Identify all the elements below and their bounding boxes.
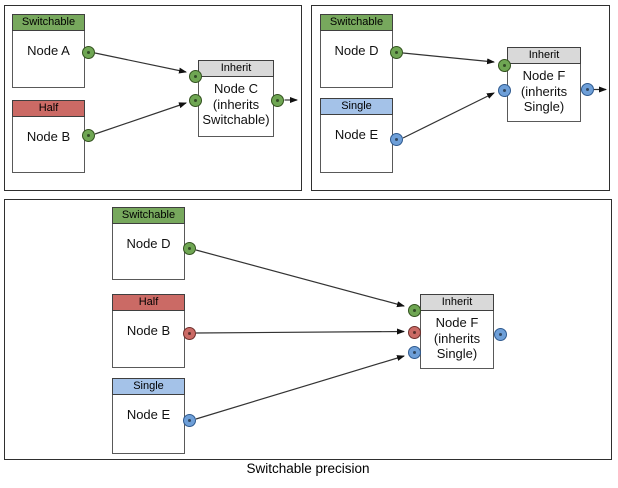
node-f-title: Node F <box>522 68 566 83</box>
port-dot <box>395 138 398 141</box>
node-e-output-port-icon <box>182 414 196 427</box>
node-a-title: Node A <box>27 43 70 58</box>
node-f-subtitle: (inherits Single) <box>520 83 568 115</box>
port-dot <box>187 331 191 335</box>
node-f-precision-label: Inherit <box>420 294 494 311</box>
port-dot <box>193 74 197 78</box>
port-dot <box>395 50 398 54</box>
node-d: Switchable Node D <box>320 14 393 88</box>
figure-caption: Switchable precision <box>246 461 370 476</box>
node-f-output-port-icon <box>580 83 594 96</box>
node-c-title: Node C <box>213 81 259 96</box>
node-f-subtitle: (inherits Single) <box>433 330 481 362</box>
node-f-input-port-3-icon <box>407 345 421 359</box>
node-d-output-port-icon <box>390 45 403 59</box>
node-d-title: Node D <box>334 43 379 58</box>
node-e-bottom: Single Node E <box>112 378 185 454</box>
node-b-precision-label: Half <box>12 100 85 117</box>
node-e-precision-label: Single <box>320 98 393 115</box>
node-a-precision-label: Switchable <box>12 14 85 31</box>
node-c-output-port-icon <box>271 93 284 107</box>
node-f-input-port-1-icon <box>497 58 511 72</box>
node-f-precision-label: Inherit <box>507 47 581 64</box>
node-c-subtitle: (inherits Switchable) <box>202 96 270 128</box>
node-c-input-port-1-icon <box>188 69 202 83</box>
node-d-output-port-icon <box>182 242 196 255</box>
node-b-output-port-icon <box>81 128 95 142</box>
node-f-input-port-1-icon <box>407 303 421 317</box>
port-dot <box>86 133 90 137</box>
node-e-title: Node E <box>126 407 171 422</box>
port-dot <box>187 247 191 250</box>
node-f: Inherit Node F (inherits Single) <box>507 47 581 122</box>
node-e-precision-label: Single <box>112 378 185 395</box>
port-dot <box>498 333 502 336</box>
node-a-output-port-icon <box>82 45 95 59</box>
port-dot <box>412 350 416 354</box>
node-d-title: Node D <box>126 236 171 251</box>
node-c-precision-label: Inherit <box>198 60 274 77</box>
node-c-input-port-2-icon <box>188 93 202 107</box>
node-b-title: Node B <box>126 323 171 338</box>
node-d-precision-label: Switchable <box>320 14 393 31</box>
node-f-bottom: Inherit Node F (inherits Single) <box>420 294 494 369</box>
node-b: Half Node B <box>12 100 85 173</box>
node-d-bottom: Switchable Node D <box>112 207 185 280</box>
node-f-input-port-2-icon <box>497 83 511 97</box>
node-b-title: Node B <box>26 129 71 144</box>
port-dot <box>87 50 90 54</box>
port-dot <box>412 330 416 334</box>
port-dot <box>502 88 506 92</box>
port-dot <box>193 98 197 102</box>
node-e: Single Node E <box>320 98 393 173</box>
node-d-precision-label: Switchable <box>112 207 185 224</box>
port-dot <box>502 63 506 67</box>
node-b-output-port-icon <box>182 326 196 340</box>
node-b-bottom: Half Node B <box>112 294 185 368</box>
node-c: Inherit Node C (inherits Switchable) <box>198 60 274 137</box>
node-f-title: Node F <box>435 315 479 330</box>
port-dot <box>412 308 416 312</box>
node-a: Switchable Node A <box>12 14 85 88</box>
port-dot <box>187 419 191 422</box>
port-dot <box>276 98 279 102</box>
panel-bottom <box>4 199 612 460</box>
port-dot <box>585 88 589 91</box>
node-b-precision-label: Half <box>112 294 185 311</box>
node-f-output-port-icon <box>493 328 507 341</box>
node-e-output-port-icon <box>390 133 403 146</box>
node-e-title: Node E <box>334 127 379 142</box>
node-f-input-port-2-icon <box>407 325 421 339</box>
